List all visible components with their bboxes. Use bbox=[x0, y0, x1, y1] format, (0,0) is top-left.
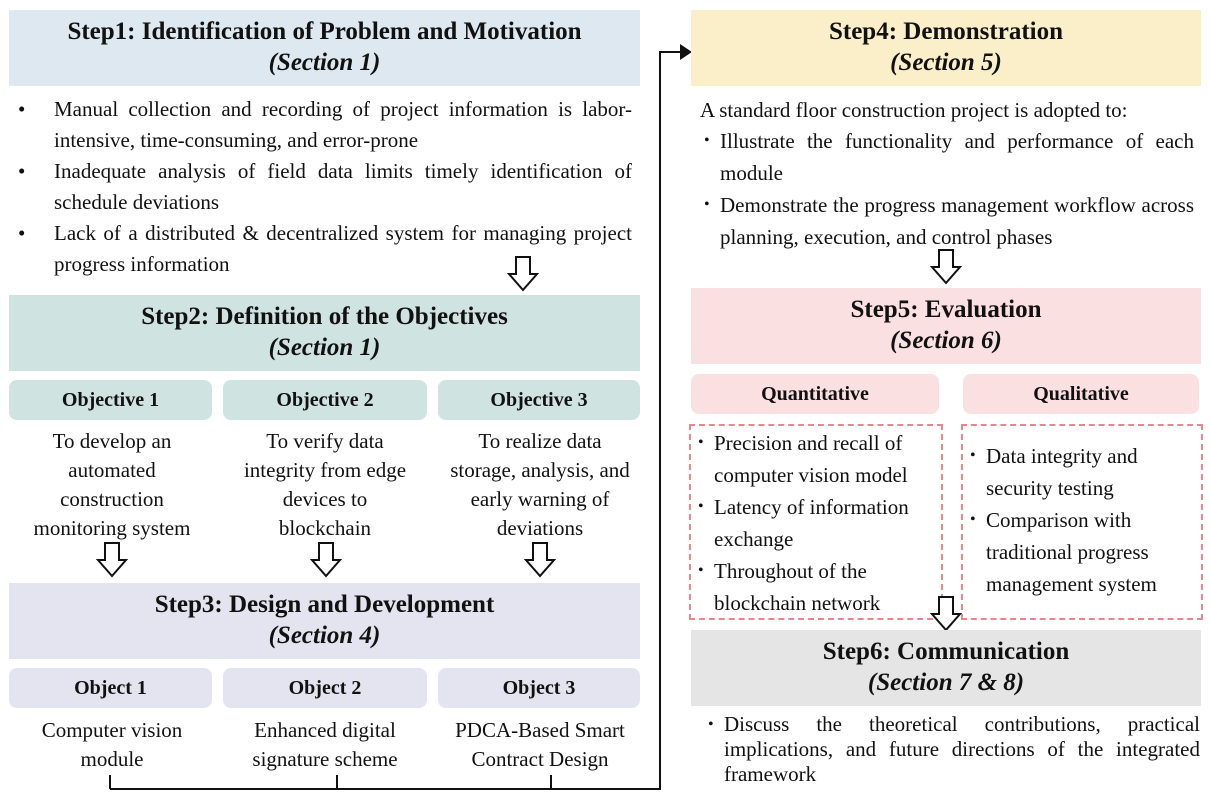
object-1-label: Object 1 bbox=[9, 668, 212, 708]
step4-section: (Section 5) bbox=[890, 49, 1002, 76]
objective-2-label: Objective 2 bbox=[223, 380, 427, 420]
objective-1-label: Objective 1 bbox=[9, 380, 212, 420]
down-arrow-icon bbox=[930, 596, 962, 632]
qualitative-bullet-list: Data integrity and security testing Comp… bbox=[962, 440, 1198, 600]
step1-bullet: Inadequate analysis of field data limits… bbox=[10, 156, 632, 218]
step4-intro: A standard floor construction project is… bbox=[700, 98, 1128, 122]
object-1-text: Computer vision module bbox=[41, 718, 183, 771]
step1-title: Step1: Identification of Problem and Mot… bbox=[67, 18, 582, 45]
object-2-text: Enhanced digital signature scheme bbox=[252, 718, 398, 771]
objective-3-label: Objective 3 bbox=[438, 380, 640, 420]
step4-title: Step4: Demonstration bbox=[828, 18, 1063, 45]
quantitative-bullet-list: Precision and recall of computer vision … bbox=[690, 427, 940, 619]
down-arrow-icon bbox=[930, 249, 962, 285]
quantitative-bullet: Throughout of the blockchain network bbox=[690, 555, 940, 619]
step4-bullet: Illustrate the functionality and perform… bbox=[696, 125, 1194, 189]
step5-header: Step5: Evaluation (Section 6) bbox=[691, 288, 1201, 364]
step4-bullet: Demonstrate the progress management work… bbox=[696, 189, 1194, 253]
step2-header: Step2: Definition of the Objectives (Sec… bbox=[9, 295, 640, 371]
step6-bullet: Discuss the theoretical contributions, p… bbox=[700, 712, 1200, 787]
step2-section: (Section 1) bbox=[268, 334, 381, 361]
step6-section: (Section 7 & 8) bbox=[867, 669, 1025, 696]
step1-section: (Section 1) bbox=[268, 49, 381, 76]
step1-header: Step1: Identification of Problem and Mot… bbox=[9, 10, 640, 86]
step1-bullet: Lack of a distributed & decentralized sy… bbox=[10, 218, 632, 280]
object-3-text: PDCA-Based Smart Contract Design bbox=[455, 718, 625, 771]
qualitative-bullet: Comparison with traditional progress man… bbox=[962, 504, 1198, 600]
quantitative-bullet: Precision and recall of computer vision … bbox=[690, 427, 940, 491]
step5-title: Step5: Evaluation bbox=[850, 296, 1042, 323]
objective-1-text: To develop an automated construction mon… bbox=[33, 429, 191, 540]
step3-title: Step3: Design and Development bbox=[154, 591, 495, 618]
step6-header: Step6: Communication (Section 7 & 8) bbox=[691, 630, 1201, 706]
step2-title: Step2: Definition of the Objectives bbox=[141, 303, 508, 330]
qualitative-bullet: Data integrity and security testing bbox=[962, 440, 1198, 504]
step4-header: Step4: Demonstration (Section 5) bbox=[691, 10, 1201, 86]
step6-bullet-list: Discuss the theoretical contributions, p… bbox=[700, 712, 1200, 787]
step6-title: Step6: Communication bbox=[822, 638, 1070, 665]
quantitative-label: Quantitative bbox=[691, 374, 939, 414]
step3-header: Step3: Design and Development (Section 4… bbox=[9, 583, 640, 659]
qualitative-label: Qualitative bbox=[963, 374, 1199, 414]
objective-2-text: To verify data integrity from edge devic… bbox=[243, 429, 407, 540]
quantitative-bullet: Latency of information exchange bbox=[690, 491, 940, 555]
connector-line bbox=[109, 44, 692, 790]
objective-3-text: To realize data storage, analysis, and e… bbox=[450, 429, 630, 540]
step1-bullet: Manual collection and recording of proje… bbox=[10, 94, 632, 156]
object-2-label: Object 2 bbox=[223, 668, 427, 708]
step4-bullet-list: Illustrate the functionality and perform… bbox=[696, 125, 1194, 253]
down-arrow-icon bbox=[507, 256, 539, 292]
step3-section: (Section 4) bbox=[268, 622, 381, 649]
step5-section: (Section 6) bbox=[890, 327, 1002, 354]
down-arrow-icon bbox=[524, 542, 556, 578]
down-arrow-icon bbox=[96, 542, 128, 578]
object-3-label: Object 3 bbox=[438, 668, 640, 708]
down-arrow-icon bbox=[310, 542, 342, 578]
step1-bullet-list: Manual collection and recording of proje… bbox=[10, 94, 632, 280]
